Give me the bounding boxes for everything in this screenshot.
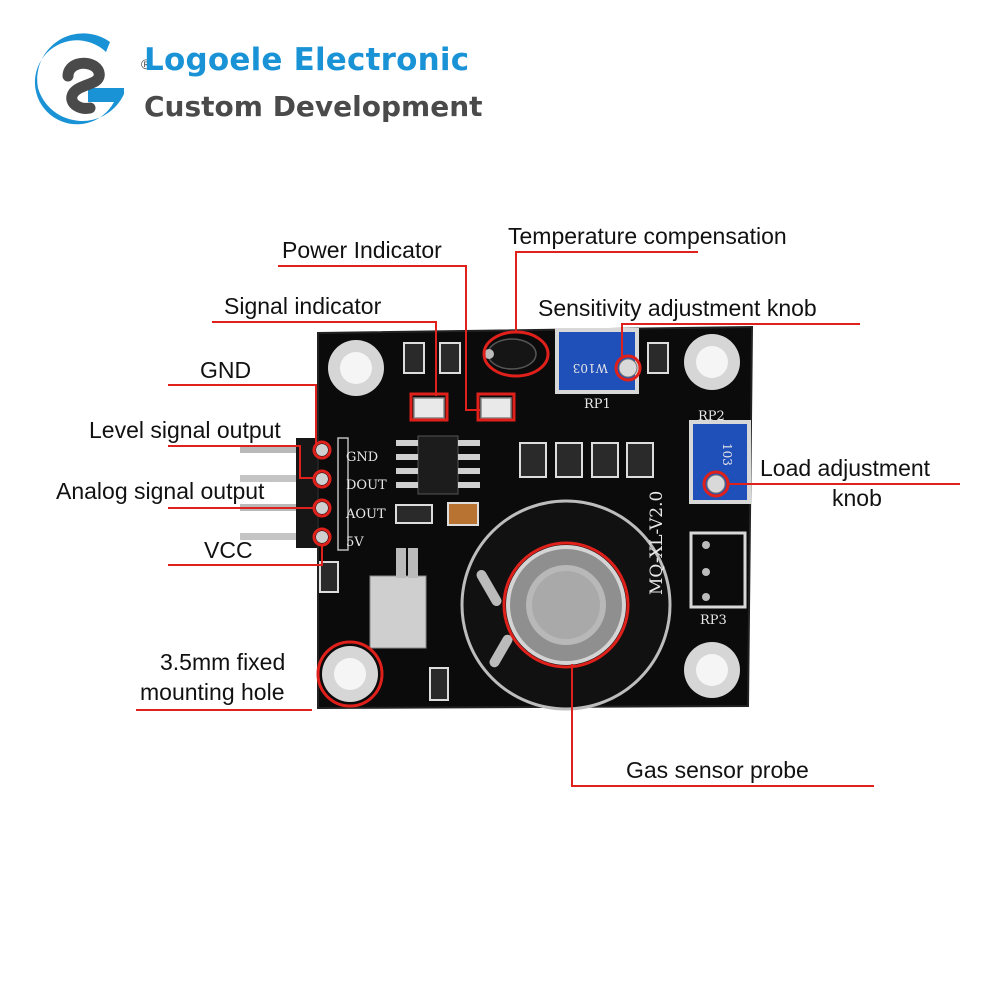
- pin-label-gnd: GND: [346, 450, 378, 465]
- label-gnd: GND: [200, 357, 252, 383]
- pot-rp2-label: RP2: [698, 409, 725, 424]
- pot-rp2: 103 RP2: [689, 409, 751, 504]
- pot-rp3-label: RP3: [700, 613, 727, 628]
- pot-rp1: W103 RP1: [555, 328, 639, 412]
- brand-name: Logoele Electronic: [144, 42, 470, 78]
- brand-tagline: Custom Development: [144, 90, 483, 123]
- pot-rp3: RP3: [689, 531, 747, 628]
- label-analog-signal-output: Analog signal output: [56, 478, 265, 504]
- label-mounting-hole-line2: mounting hole: [140, 679, 285, 705]
- brand-logo: ®: [28, 30, 448, 140]
- pin-label-5v: 5V: [346, 535, 364, 550]
- callouts: [136, 251, 960, 787]
- label-load-knob-line1: Load adjustment: [760, 455, 931, 481]
- label-sensitivity-knob: Sensitivity adjustment knob: [538, 295, 817, 321]
- pot-rp2-code: 103: [720, 443, 734, 466]
- pcb-board: GND DOUT AOUT 5V: [316, 325, 754, 711]
- registered-mark: ®: [141, 56, 152, 72]
- board-model-text: MQ-XL-V2.0: [647, 491, 667, 595]
- label-temperature-compensation: Temperature compensation: [508, 223, 787, 249]
- label-level-signal-output: Level signal output: [89, 417, 281, 443]
- pin-label-aout: AOUT: [345, 507, 386, 522]
- pin-label-dout: DOUT: [346, 478, 387, 493]
- label-load-knob-line2: knob: [832, 485, 882, 511]
- comparator-ic: [396, 435, 480, 495]
- label-mounting-hole-line1: 3.5mm fixed: [160, 649, 286, 675]
- gas-sensor: [460, 499, 672, 711]
- label-signal-indicator: Signal indicator: [224, 293, 382, 319]
- label-power-indicator: Power Indicator: [282, 237, 442, 263]
- label-vcc: VCC: [204, 537, 253, 563]
- pot-rp1-code: W103: [573, 361, 608, 375]
- label-gas-sensor-probe: Gas sensor probe: [626, 757, 809, 783]
- logo-mark-icon: [34, 33, 124, 125]
- pot-rp1-label: RP1: [584, 397, 611, 412]
